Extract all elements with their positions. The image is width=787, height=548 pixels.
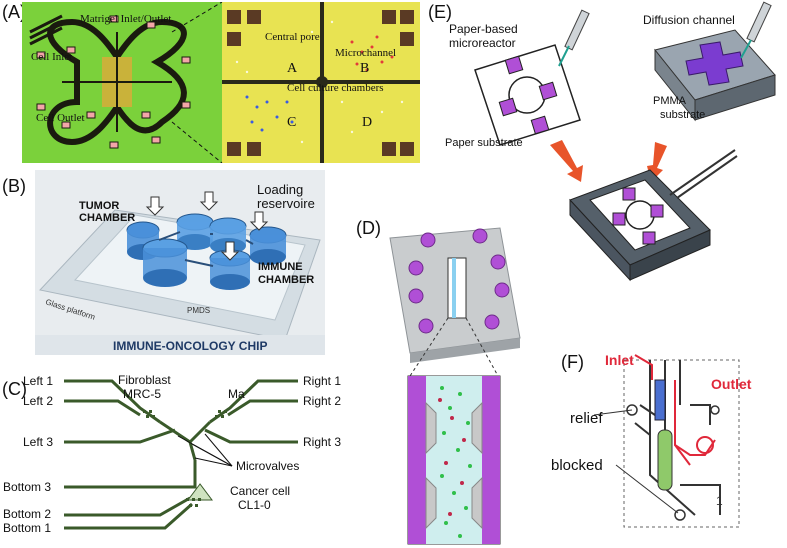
panel-e-letter: (E) — [428, 2, 452, 22]
label-bottom-2: Bottom 2 — [3, 507, 51, 521]
panel-a-chip-image: Matrigel Inlet/Outlet Cell Inlet Cell Ou… — [22, 2, 420, 163]
label-loading: Loading — [257, 182, 303, 197]
panel-c-diagram: Left 1 Left 2 Left 3 Bottom 3 Bottom 2 B… — [3, 373, 341, 535]
panel-c-microvalve-pointers — [177, 433, 233, 467]
label-mrc5: MRC-5 — [123, 387, 161, 401]
label-inlet: Inlet — [605, 352, 634, 368]
label-right-2: Right 2 — [303, 394, 341, 408]
label-paper-based: Paper-based — [449, 22, 518, 36]
label-chip-mark: 1 — [716, 494, 723, 508]
panel-d-letter: (D) — [356, 218, 381, 238]
label-cell-inlet: Cell Inlet — [31, 51, 72, 63]
label-diffusion-channel: Diffusion channel — [643, 13, 735, 27]
tweezers — [669, 149, 738, 199]
panel-a-zoom-view — [171, 2, 420, 163]
label-microreactor: microreactor — [449, 36, 516, 50]
panel-b-chip-image: TUMOR CHAMBER Loading reservoire IMMUNE … — [35, 170, 325, 355]
label-cell-outlet: Cell Outlet — [36, 112, 85, 124]
label-microvalves: Microvalves — [236, 459, 299, 473]
label-tumor: TUMOR — [79, 200, 119, 212]
panel-c-letter: (C) — [2, 379, 27, 399]
label-relief: relief — [570, 410, 603, 427]
label-pmma-substrate: substrate — [660, 109, 705, 121]
panel-f-blue-chamber — [654, 379, 666, 421]
combined-device — [569, 169, 711, 282]
label-central-pore: Central pore — [265, 31, 320, 43]
label-right-1: Right 1 — [303, 374, 341, 388]
label-quad-c: C — [287, 115, 296, 130]
panel-c-channels — [64, 379, 298, 530]
panel-f-letter: (F) — [561, 352, 584, 372]
label-microchannel: Microchannel — [335, 47, 396, 59]
label-cl10: CL1-0 — [238, 498, 271, 512]
label-bottom-1: Bottom 1 — [3, 521, 51, 535]
pipette-2 — [740, 1, 772, 59]
panel-f-channels — [634, 360, 721, 516]
label-bottom-3: Bottom 3 — [3, 480, 51, 494]
label-quad-a: A — [287, 61, 298, 76]
label-immune-oncology-chip: IMMUNE-ONCOLOGY CHIP — [113, 339, 267, 353]
label-pmds: PMDS — [187, 306, 210, 315]
panel-f-red-paths — [634, 354, 716, 466]
label-right-3: Right 3 — [303, 435, 341, 449]
panel-f-green-chamber — [657, 429, 673, 491]
label-paper-substrate: Paper substrate — [445, 137, 523, 149]
panel-a-letter: (A) — [2, 2, 26, 22]
label-ma: Ma — [228, 387, 245, 401]
pmma-block — [654, 29, 776, 122]
panel-f-diagram: Inlet Outlet relief blocked 1 — [551, 352, 752, 528]
label-cell-culture: Cell culture chambers — [287, 82, 384, 94]
label-reservoire: reservoire — [257, 196, 315, 211]
label-outlet: Outlet — [711, 376, 752, 392]
label-left-3: Left 3 — [23, 435, 53, 449]
label-blocked: blocked — [551, 457, 603, 474]
label-immune: IMMUNE — [258, 261, 303, 273]
label-tumor-chamber: CHAMBER — [79, 212, 135, 224]
label-quad-d: D — [362, 115, 372, 130]
label-pmma: PMMA — [653, 95, 687, 107]
panel-b-arrows — [145, 191, 269, 261]
label-fibroblast: Fibroblast — [118, 373, 171, 387]
panel-e-diagram: Paper-based microreactor Paper substrate… — [445, 1, 776, 282]
label-immune-chamber: CHAMBER — [258, 274, 314, 286]
label-left-2: Left 2 — [23, 394, 53, 408]
pipette-1 — [558, 9, 590, 67]
panel-a-chip-layout — [29, 14, 191, 149]
label-matrigel: Matrigel Inlet/Outlet — [80, 13, 171, 25]
label-cancer-cell: Cancer cell — [230, 484, 290, 498]
label-left-1: Left 1 — [23, 374, 53, 388]
paper-substrate-square — [474, 44, 581, 146]
panel-b-letter: (B) — [2, 176, 26, 196]
panel-d-chip-image — [389, 227, 521, 545]
label-quad-b: B — [360, 61, 369, 76]
